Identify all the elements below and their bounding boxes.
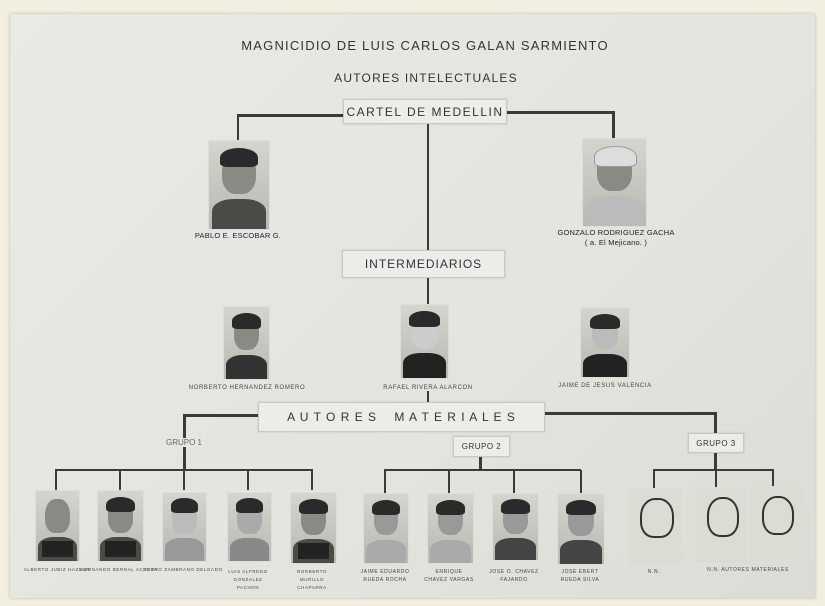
group-2-label: GRUPO 2 <box>461 442 502 451</box>
photo-valencia <box>580 307 630 378</box>
connector-line <box>119 470 121 490</box>
autores-materiales-box: A U T O R E S M A T E R I A L E S <box>258 402 545 432</box>
connector-line <box>384 470 386 493</box>
caption-group1-5: NORBERTO MURILLO CHAPARRA <box>296 569 328 590</box>
photo-rodriguez-gacha <box>582 138 647 227</box>
group-2-box: GRUPO 2 <box>453 436 510 457</box>
chart-title: MAGNICIDIO DE LUIS CARLOS GALAN SARMIENT… <box>241 38 609 53</box>
connector-line <box>479 455 482 470</box>
group-1-label: GRUPO 1 <box>163 438 205 447</box>
photo-group2-1 <box>363 493 409 564</box>
connector-line <box>715 470 717 487</box>
connector-line <box>427 122 429 250</box>
caption-group2-3: JOSE O. CHAVEZ FAJARDO <box>489 569 539 583</box>
caption-group2-1: JAIME EDUARDO RUEDA ROCHA <box>360 569 410 583</box>
group-3-label: GRUPO 3 <box>696 438 736 448</box>
caption-group1-4: LUIS ALFREDO GONZALEZ PACHON <box>228 569 268 590</box>
connector-line <box>183 470 185 490</box>
autores-materiales-label: A U T O R E S M A T E R I A L E S <box>287 410 516 424</box>
intermediarios-label: INTERMEDIARIOS <box>364 257 483 271</box>
connector-line <box>238 114 343 117</box>
caption-valencia: JAIME DE JESUS VALENCIA <box>558 383 652 389</box>
connector-line <box>184 414 258 417</box>
photo-group1-1 <box>35 490 80 562</box>
sketch-group3-2 <box>695 487 747 564</box>
connector-line <box>247 470 249 490</box>
connector-line <box>311 470 313 490</box>
photo-group2-2 <box>427 493 474 564</box>
sketch-group3-3 <box>750 486 802 562</box>
group-3-box: GRUPO 3 <box>688 433 744 453</box>
cartel-box: CARTEL DE MEDELLIN <box>343 99 507 124</box>
caption-rivera-alarcon: RAFAEL RIVERA ALARCON <box>383 385 473 391</box>
photo-rivera-alarcon <box>400 304 449 379</box>
photo-hernandez-romero <box>223 306 270 380</box>
group-2-line <box>384 469 581 471</box>
photo-escobar <box>208 140 270 230</box>
connector-line <box>513 470 515 493</box>
caption-escobar: PABLO E. ESCOBAR G. <box>194 231 282 240</box>
caption-rodriguez-gacha: GONZALO RODRIGUEZ GACHA <box>557 228 675 237</box>
photo-group1-5 <box>290 492 337 564</box>
connector-line <box>427 276 429 304</box>
connector-line <box>653 470 655 488</box>
caption-group3-2: N.N. AUTORES MATERIALES <box>707 567 789 573</box>
caption-group2-2: ENRIQUE CHAVEZ VARGAS <box>424 569 474 583</box>
connector-line <box>55 470 57 490</box>
photo-group2-3 <box>492 493 539 561</box>
photo-group1-4 <box>227 492 272 562</box>
caption-hernandez-romero: NORBERTO HERNANDEZ ROMERO <box>188 385 306 391</box>
connector-line <box>714 412 717 433</box>
connector-line <box>772 470 774 486</box>
connector-line <box>505 111 615 114</box>
connector-line <box>714 451 717 470</box>
caption-group1-2: HERNANDO BERNAL ACOSTA <box>80 567 158 572</box>
caption-alias: ( a. El Mejicano. ) <box>584 238 648 247</box>
cartel-label: CARTEL DE MEDELLIN <box>346 104 504 119</box>
connector-line <box>580 470 582 493</box>
photo-group1-3 <box>162 492 207 562</box>
caption-group1-1: ALBERTO JUBIZ HAZBUN <box>23 567 91 572</box>
connector-line <box>427 391 429 402</box>
sketch-group3-1 <box>628 488 682 565</box>
intermediarios-box: INTERMEDIARIOS <box>342 250 505 278</box>
caption-group2-4: JOSE EBERT RUEDA SILVA <box>560 569 600 583</box>
group-3-line <box>653 469 774 471</box>
caption-group1-3: PEDRO ZAMBRANO DELGADO <box>143 567 223 572</box>
connector-line <box>612 111 615 138</box>
connector-line <box>448 470 450 493</box>
photo-group1-2 <box>97 490 144 562</box>
photo-group2-4 <box>557 493 605 565</box>
connector-line <box>237 114 239 140</box>
caption-group3-1: N.N. <box>647 569 661 575</box>
chart-subtitle: AUTORES INTELECTUALES <box>334 71 518 85</box>
connector-line <box>543 412 716 415</box>
